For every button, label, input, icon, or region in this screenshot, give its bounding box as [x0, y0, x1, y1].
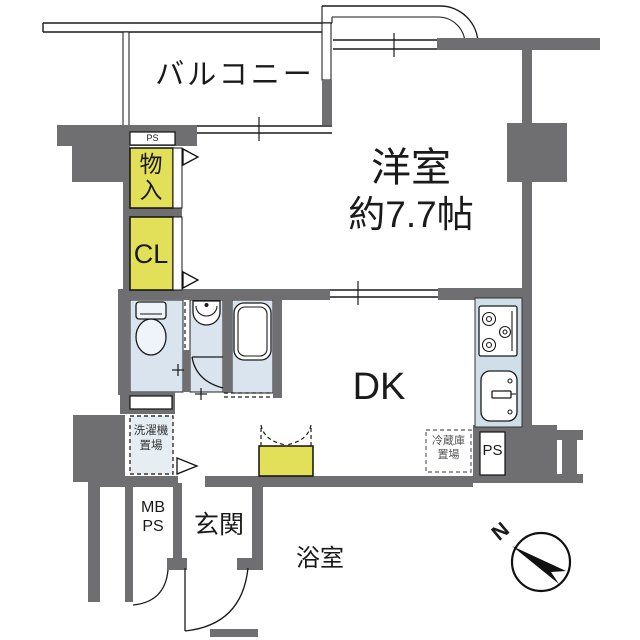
label-meter-box-line1: MB	[141, 499, 165, 516]
storage-box	[129, 147, 174, 209]
door-swings	[132, 302, 249, 632]
label-storage-line1: 物	[139, 151, 163, 177]
laundry-space-box	[129, 415, 174, 475]
storage-sliding-door	[172, 147, 183, 209]
label-entrance: 玄関	[193, 511, 244, 539]
balcony-right-partition	[321, 22, 332, 81]
counter-swing-doors	[260, 424, 312, 446]
label-western-room-size: 約7.7帖	[348, 194, 474, 235]
sink-icon	[480, 370, 518, 422]
closet-box	[129, 216, 174, 291]
closet-arrow-icon	[182, 270, 200, 290]
wall-niche	[129, 395, 173, 410]
bathtub-fixture	[224, 302, 272, 398]
windows	[197, 33, 438, 305]
label-storage-line2: 入	[139, 177, 163, 203]
washbasin-fixture	[192, 300, 221, 326]
label-pipe-space-right: PS	[482, 442, 503, 459]
toilet-fixture	[135, 301, 167, 356]
label-dining-kitchen: DK	[352, 366, 406, 408]
service-boxes	[129, 131, 506, 476]
label-bathroom: 浴室	[296, 545, 344, 572]
label-meter-box-line2: PS	[142, 518, 164, 535]
label-laundry-line2: 置場	[139, 440, 163, 452]
label-western-room: 洋室	[371, 146, 451, 190]
pipe-space-right-box	[479, 431, 506, 476]
pipe-space-top-box	[129, 131, 176, 146]
label-balcony: バルコニー	[155, 59, 315, 91]
meter-box-door-arc	[132, 569, 169, 606]
label-meter-box: MB PS	[133, 498, 173, 536]
stove-icon	[478, 305, 518, 357]
rounded-corner-outer	[322, 5, 479, 45]
fridge-space-box	[425, 429, 472, 473]
label-laundry-line1: 洗濯機	[133, 425, 169, 437]
closet-sliding-door	[172, 216, 183, 291]
kitchen-unit	[474, 297, 523, 428]
label-fridge-line2: 置場	[437, 449, 460, 461]
storage-units	[129, 147, 314, 477]
label-storage: 物 入	[129, 151, 173, 203]
label-fridge-line1: 冷蔵庫	[432, 435, 465, 447]
label-closet: CL	[133, 239, 169, 269]
hall-arrow-icon	[176, 457, 199, 475]
compass-needle	[512, 546, 566, 584]
washroom-door-arc	[191, 356, 224, 389]
storage-arrow-icon	[182, 147, 200, 167]
label-laundry-space: 洗濯機 置場	[128, 424, 174, 454]
entrance-door-arc	[184, 567, 249, 632]
balcony-left-partition	[122, 31, 130, 128]
opening-arrows	[176, 147, 200, 475]
label-fridge-space: 冷蔵庫 置場	[426, 434, 471, 462]
counter-box	[258, 445, 314, 477]
label-pipe-space-top: PS	[146, 133, 159, 143]
pillar	[507, 123, 567, 182]
compass-icon	[510, 531, 572, 593]
